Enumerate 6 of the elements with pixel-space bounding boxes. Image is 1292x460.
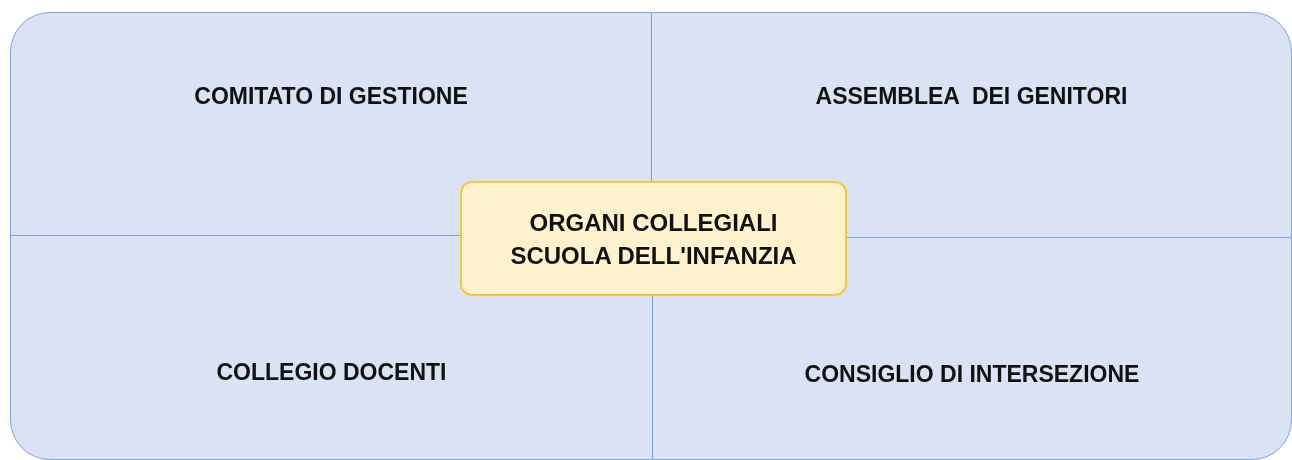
- quadrant-label: ASSEMBLEA DEI GENITORI: [814, 83, 1129, 110]
- central-box: [460, 181, 847, 296]
- quadrant-label: COMITATO DI GESTIONE: [193, 83, 469, 110]
- quadrant-label: CONSIGLIO DI INTERSEZIONE: [803, 361, 1141, 388]
- quadrant-label: COLLEGIO DOCENTI: [215, 359, 448, 386]
- central-label: ORGANI COLLEGIALI SCUOLA DELL'INFANZIA: [509, 207, 798, 271]
